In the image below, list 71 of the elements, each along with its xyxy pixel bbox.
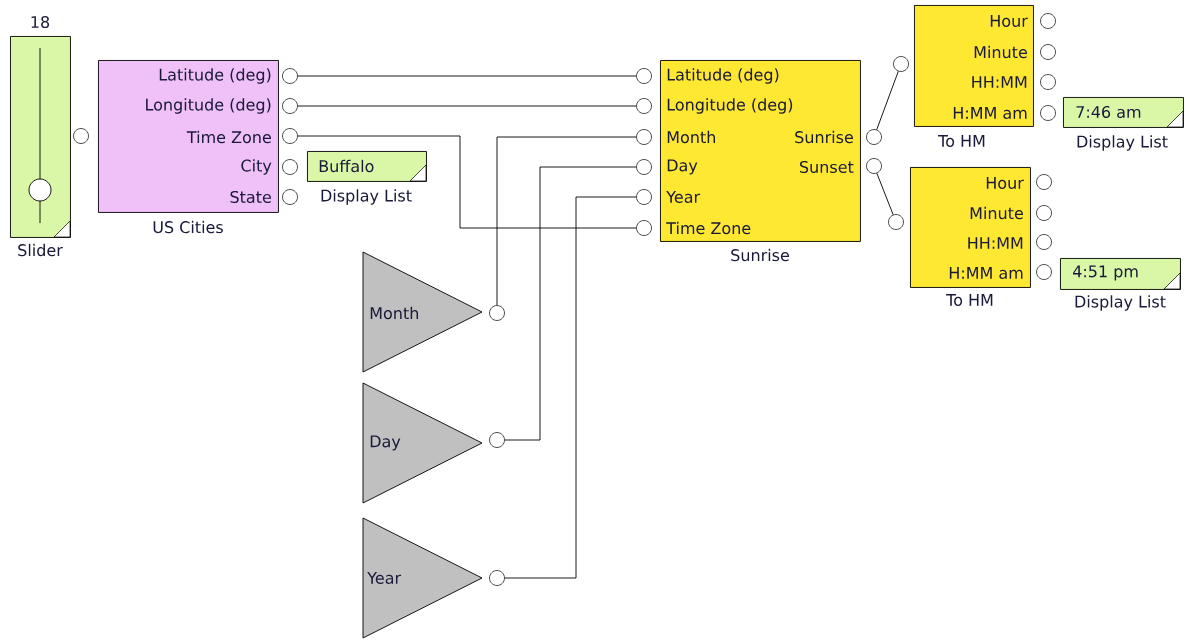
port-circle (282, 189, 298, 205)
port-circle (1036, 234, 1052, 250)
port-label: H:MM am (949, 267, 1023, 279)
port-label: Month (667, 130, 715, 144)
port-circle (1040, 105, 1056, 121)
connector-line (297, 135, 637, 229)
port-label: Time Zone (666, 221, 751, 235)
port-circle (1036, 264, 1052, 280)
display-field: 7:46 am (1063, 97, 1184, 128)
display-field: 4:51 pm (1060, 258, 1181, 290)
port-circle (282, 159, 298, 175)
triangle-block: Day (362, 382, 483, 504)
port-circle (489, 305, 505, 321)
display-field: Buffalo (307, 151, 427, 182)
block-label: Slider (18, 243, 63, 257)
port-circle (282, 68, 298, 84)
port-label: Sunset (799, 160, 854, 174)
port-label: Longitude (deg) (667, 98, 793, 114)
block-label: To HM (946, 294, 993, 306)
port-label: Minute (970, 206, 1023, 220)
port-circle (893, 56, 909, 72)
port-label: Hour (986, 177, 1024, 189)
port-label: Sunrise (795, 130, 853, 144)
port-circle (282, 98, 298, 114)
port-label: Longitude (deg) (146, 98, 271, 114)
block-label: Sunrise (731, 248, 789, 262)
block-label: Display List (1077, 135, 1168, 151)
port-label: Year (666, 191, 701, 203)
connector-line (504, 196, 637, 579)
port-circle (1036, 205, 1052, 221)
port-circle (636, 68, 652, 84)
port-label: City (241, 159, 272, 175)
port-label: Day (667, 159, 698, 175)
port-circle (1040, 13, 1056, 29)
connector-line (496, 136, 637, 306)
port-circle (866, 158, 882, 174)
port-circle (866, 129, 882, 145)
port-circle (1036, 174, 1052, 190)
port-label: Latitude (deg) (667, 68, 779, 84)
triangle-block: Year (362, 517, 483, 639)
port-label: HH:MM (972, 76, 1027, 88)
block-label: To HM (938, 135, 985, 147)
port-circle (888, 214, 904, 230)
port-circle (636, 129, 652, 145)
port-circle (636, 189, 652, 205)
block-label: US Cities (153, 220, 223, 234)
connector-line (876, 172, 894, 216)
value-label: 18 (31, 15, 50, 29)
port-circle (282, 128, 298, 144)
port-circle (489, 432, 505, 448)
port-circle (636, 220, 652, 236)
port-label: Minute (974, 45, 1027, 59)
port-circle (73, 128, 89, 144)
connector-line (876, 70, 899, 131)
port-circle (1040, 74, 1056, 90)
port-circle (636, 159, 652, 175)
port-label: HH:MM (968, 237, 1023, 249)
connector-line (297, 105, 637, 107)
port-label: Hour (990, 15, 1028, 27)
port-label: State (230, 190, 271, 204)
port-label: H:MM am (953, 107, 1027, 119)
port-circle (489, 570, 505, 586)
port-circle (636, 98, 652, 114)
connector-line (297, 75, 637, 77)
connector-line (504, 166, 637, 441)
block-label: Display List (1075, 295, 1166, 311)
port-label: Time Zone (186, 130, 271, 144)
triangle-block: Month (362, 251, 483, 373)
port-label: Latitude (deg) (159, 68, 271, 84)
block-label: Display List (321, 189, 412, 205)
port-circle (1040, 44, 1056, 60)
